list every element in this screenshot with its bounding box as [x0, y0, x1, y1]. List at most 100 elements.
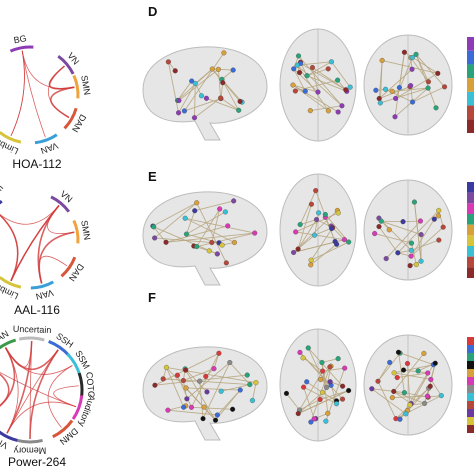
brain-node	[341, 237, 347, 243]
brain-edge	[196, 208, 221, 247]
brain-node	[379, 57, 385, 64]
brain-edge	[195, 68, 213, 84]
brain-node	[163, 239, 169, 245]
brain-node	[222, 209, 228, 215]
chord-arc	[0, 199, 3, 205]
brain-edge	[178, 69, 219, 101]
brain-edge	[307, 347, 327, 388]
network-label: Memory	[13, 446, 46, 456]
chord-diagram-power: ellumDANUncertainSSHSSMCOTCAuditoryDMNMe…	[0, 324, 97, 469]
chord-arc	[0, 276, 22, 289]
brain-node	[247, 381, 253, 388]
brain-view	[279, 28, 357, 142]
brain-node	[237, 98, 243, 104]
brain-node	[315, 89, 321, 95]
brain-edge	[393, 391, 412, 405]
brain-node	[305, 345, 311, 351]
panel-label-e: E	[148, 169, 157, 184]
chord-link	[0, 371, 77, 408]
network-label: SMN	[79, 219, 92, 240]
brain-edge	[194, 83, 196, 118]
brain-node	[376, 224, 382, 230]
brain-edge	[393, 391, 425, 404]
brain-edge	[186, 211, 226, 235]
brain-edge	[163, 378, 250, 385]
brain-node	[413, 51, 419, 57]
brain-node	[174, 372, 180, 378]
brain-node	[203, 373, 209, 380]
brain-edge	[184, 52, 225, 112]
brain-view	[363, 179, 453, 281]
brain-node	[183, 367, 189, 373]
brain-edge	[322, 367, 345, 372]
brain-node	[211, 366, 217, 372]
brain-edge	[185, 217, 255, 234]
brain-edge	[393, 353, 425, 392]
brain-edge	[297, 204, 312, 250]
brain-node	[308, 419, 314, 425]
brain-views-d	[142, 28, 453, 142]
brain-node	[214, 412, 220, 418]
chord-link	[10, 205, 60, 281]
brain-edge	[221, 384, 250, 392]
brain-node	[408, 240, 415, 246]
brain-node	[317, 396, 323, 403]
brain-edge	[398, 52, 405, 88]
brain-edge	[392, 87, 429, 92]
brain-node	[332, 238, 338, 245]
brain-node	[392, 114, 398, 120]
brain-node	[218, 95, 224, 101]
brain-edge	[398, 352, 405, 393]
brain-node	[346, 388, 352, 394]
brain-edge	[176, 375, 192, 408]
brain-edge	[398, 351, 434, 366]
color-bar-e	[467, 182, 474, 278]
color-bar-swatch	[467, 267, 474, 278]
brain-node	[422, 400, 428, 406]
brain-node	[294, 62, 300, 68]
brain-edge	[410, 57, 429, 83]
brain-edge	[297, 392, 323, 414]
chord-arc	[18, 336, 45, 342]
brain-node	[221, 50, 227, 56]
brain-edge	[438, 210, 444, 228]
brain-edge	[378, 68, 413, 99]
brain-node	[183, 231, 190, 237]
brain-edge	[397, 210, 440, 254]
brain-node	[373, 87, 379, 93]
brain-node	[302, 88, 308, 94]
chord-link	[53, 385, 79, 408]
brain-edge	[310, 366, 331, 423]
chord-link	[38, 231, 75, 284]
brain-node	[413, 261, 419, 268]
brain-node	[307, 108, 313, 114]
brain-edge	[379, 86, 411, 99]
brain-edge	[292, 84, 339, 113]
chord-arc	[50, 195, 71, 213]
brain-edge	[185, 387, 216, 421]
panel-label-d: D	[148, 4, 157, 19]
chord-arc	[52, 419, 74, 439]
brain-edge	[298, 55, 343, 107]
brain-node	[230, 67, 236, 73]
brain-node	[389, 395, 395, 401]
brain-view	[363, 334, 453, 436]
brain-edge	[166, 366, 257, 384]
brain-edge	[177, 80, 193, 101]
network-label: COTC	[84, 372, 96, 399]
brain-edge	[430, 379, 442, 396]
brain-edge	[306, 75, 347, 92]
color-bar-swatch	[467, 409, 474, 417]
brain-node	[320, 368, 326, 374]
brain-node	[191, 115, 198, 121]
brain-node	[427, 383, 433, 389]
brain-node	[176, 98, 182, 104]
brain-node	[304, 379, 310, 385]
color-bar-swatch	[467, 361, 474, 369]
brain-node	[325, 108, 331, 114]
brain-edge	[167, 61, 179, 113]
brain-edge	[186, 387, 241, 391]
brain-node	[163, 364, 169, 370]
